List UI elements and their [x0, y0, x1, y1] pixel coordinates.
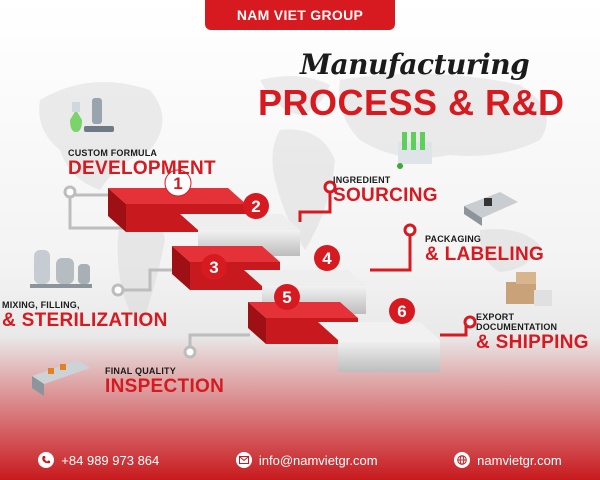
brand-header: NAM VIET GROUP	[205, 0, 395, 30]
step-number-circle-5	[274, 284, 300, 310]
mixing-tanks-icon	[30, 250, 92, 288]
step-label-2: INGREDIENT SOURCING	[333, 175, 438, 206]
connector-1	[68, 193, 132, 230]
contact-website[interactable]: namvietgr.com	[454, 452, 562, 468]
step-number-2: 2	[251, 197, 260, 216]
step-number-1: 1	[173, 174, 182, 193]
step-label-5: FINAL QUALITY INSPECTION	[105, 366, 224, 397]
contact-footer: +84 989 973 864 info@namvietgr.com namvi…	[0, 440, 600, 480]
step-block-6	[318, 322, 440, 372]
step-1-title: DEVELOPMENT	[68, 158, 216, 179]
connector-4	[370, 235, 412, 272]
step-1-caption: CUSTOM FORMULA	[68, 148, 158, 158]
step-label-6: EXPORT DOCUMENTATION & SHIPPING	[476, 312, 589, 353]
step-number-circle-2	[243, 193, 269, 219]
step-number-circle-1	[164, 169, 192, 197]
contact-email[interactable]: info@namvietgr.com	[235, 452, 378, 468]
test-tubes-icon	[397, 132, 432, 169]
step-4-title: & LABELING	[425, 244, 545, 265]
step-number-3: 3	[209, 258, 218, 277]
email-icon	[235, 452, 252, 468]
connector-dot-2	[323, 180, 337, 194]
step-5-title: INSPECTION	[105, 376, 225, 397]
globe-icon	[454, 452, 471, 468]
step-3-title: & STERILIZATION	[2, 310, 168, 331]
step-6-caption-line1: EXPORT	[476, 312, 515, 322]
connector-dot-6	[463, 315, 477, 329]
step-label-1: CUSTOM FORMULA DEVELOPMENT	[68, 148, 216, 179]
page-title: PROCESS & R&D	[258, 82, 565, 123]
step-6-caption-line2: DOCUMENTATION	[476, 322, 558, 332]
title-script: Manufacturing	[300, 48, 530, 81]
step-number-circle-4	[314, 245, 340, 271]
step-2-caption: INGREDIENT	[333, 175, 391, 185]
phone-text: +84 989 973 864	[61, 452, 160, 468]
world-map-background	[39, 73, 547, 330]
microscope-lab-icon	[70, 98, 114, 132]
step-number-6: 6	[397, 302, 406, 321]
inspection-conveyor-icon	[32, 360, 90, 396]
step-block-5	[248, 302, 358, 344]
connector-5	[188, 333, 250, 352]
step-number-circle-6	[389, 298, 415, 324]
packaging-machine-icon	[464, 192, 518, 226]
connector-dot-5	[183, 345, 197, 359]
step-number-circle-3	[201, 254, 227, 280]
step-6-title: & SHIPPING	[476, 332, 589, 353]
step-4-caption: PACKAGING	[425, 234, 482, 244]
step-label-4: PACKAGING & LABELING	[425, 234, 544, 265]
connector-2	[298, 190, 332, 222]
step-number-4: 4	[322, 249, 332, 268]
step-3-caption: MIXING, FILLING,	[2, 300, 80, 310]
contact-phone[interactable]: +84 989 973 864	[38, 452, 159, 468]
phone-icon	[38, 452, 55, 468]
step-2-title: SOURCING	[333, 185, 438, 206]
step-label-3: MIXING, FILLING, & STERILIZATION	[2, 300, 168, 331]
connector-6	[440, 322, 468, 337]
step-5-caption: FINAL QUALITY	[105, 366, 176, 376]
email-text: info@namvietgr.com	[258, 452, 378, 468]
step-number-5: 5	[282, 288, 291, 307]
website-text: namvietgr.com	[477, 452, 562, 468]
connector-dot-3	[111, 283, 125, 297]
shipping-boxes-icon	[506, 272, 552, 306]
connector-dot-4	[403, 223, 417, 237]
connector-dot-1	[63, 185, 77, 199]
